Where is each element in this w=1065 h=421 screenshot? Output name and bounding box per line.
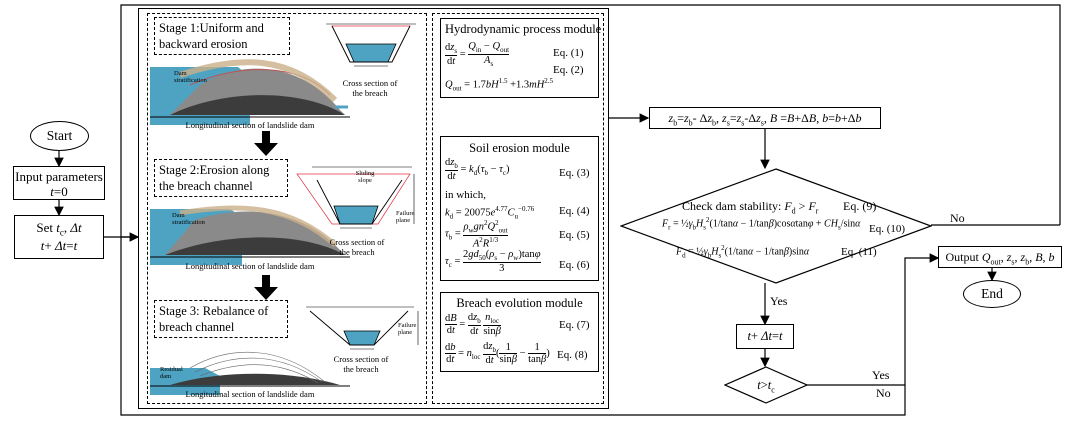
input-time-label: t=0 bbox=[50, 184, 68, 199]
soil-eq3: dzb dt = kd(τb − τc) bbox=[445, 157, 510, 183]
end-terminal: End bbox=[963, 280, 1021, 308]
label-no-time: No bbox=[876, 386, 891, 400]
stage1-cross-section-figure bbox=[326, 23, 416, 67]
stages-panel bbox=[147, 13, 427, 404]
breach-title: Breach evolution module bbox=[456, 296, 583, 310]
stability-title: Check dam stability: Fd > Fr bbox=[682, 199, 819, 216]
label-yes-stability: Yes bbox=[770, 294, 788, 308]
stability-eq11: Eq. (11) bbox=[841, 246, 877, 258]
soil-eq4: kd = 20075e4.77Cu−0.76 bbox=[445, 205, 535, 221]
stability-decision-diamond bbox=[620, 168, 932, 284]
time-check-diamond bbox=[724, 366, 808, 404]
hydro-eq2-label: Eq. (2) bbox=[553, 64, 584, 76]
stage3-title: Stage 3: Rebalance of breach channel bbox=[159, 304, 269, 334]
stage2-sliding-slope: Sliding slope bbox=[355, 170, 375, 184]
input-parameters-box: Input parameters t=0 bbox=[13, 166, 105, 200]
stage3-failure-plane: Failure plane bbox=[398, 322, 417, 336]
stage3-title-box: Stage 3: Rebalance of breach channel bbox=[154, 300, 288, 338]
label-no-stability: No bbox=[950, 211, 965, 225]
time-step-label: t+ Δt=t bbox=[40, 238, 78, 253]
stability-eq10: Eq. (10) bbox=[869, 223, 906, 235]
stage3-cross-section-figure bbox=[306, 306, 419, 350]
hydrodynamic-module: Hydrodynamic process module dzs dt = Qin… bbox=[440, 18, 602, 98]
stability-eq9: Eq. (9) bbox=[843, 199, 877, 213]
stability-fr-formula: Fr = ½γbHs2(1/tanα − 1/tanβ)cosαtanφ + C… bbox=[662, 216, 861, 232]
hydro-eq2: Qout = 1.7bH1.5 +1.3mH2.5 bbox=[445, 77, 554, 93]
stage1-title: Stage 1:Uniform and backward erosion bbox=[159, 21, 264, 51]
soil-erosion-module: Soil erosion module dzb dt = kd(τb − τc)… bbox=[440, 136, 599, 281]
end-label: End bbox=[981, 286, 1003, 301]
model-outer-frame bbox=[138, 8, 609, 409]
stage1-longitudinal-figure bbox=[150, 59, 350, 125]
hydro-title: Hydrodynamic process module bbox=[445, 22, 602, 36]
output-box: Output Qout, zs, zb, B, b bbox=[938, 246, 1062, 268]
breach-eq7: dB dt = dzb dt nloc sinβ bbox=[445, 312, 501, 338]
stage2-long-caption: Longitudinal section of landslide dam bbox=[185, 261, 315, 271]
soil-eq3-label: Eq. (3) bbox=[559, 167, 590, 179]
input-parameters-label: Input parameters bbox=[15, 169, 103, 184]
breach-evolution-module: Breach evolution module dB dt = dzb dt n… bbox=[440, 292, 599, 372]
start-label: Start bbox=[46, 128, 73, 143]
time-check-label: t>tc bbox=[757, 378, 775, 395]
update-variables-label: zb=zb- Δzb, zs=zs-Δzs, B =B+ΔB, b=b+Δb bbox=[668, 111, 862, 128]
output-label: Output Qout, zs, zb, B, b bbox=[945, 250, 1055, 267]
soil-eq6: τc = 2gd50(ρs − ρw)tanφ 3 bbox=[445, 249, 541, 275]
stage2-failure-plane: Failure plane bbox=[396, 210, 415, 224]
time-update-label: t+ Δt=t bbox=[747, 329, 783, 343]
stability-fd-formula: Fd = ½γbHs2(1/tanα − 1/tanβ)sinα bbox=[676, 244, 810, 260]
update-variables-box: zb=zb- Δzb, zs=zs-Δzs, B =B+ΔB, b=b+Δb bbox=[649, 107, 881, 129]
label-yes-time: Yes bbox=[872, 368, 890, 382]
soil-eq4-label: Eq. (4) bbox=[559, 205, 590, 217]
stage2-longitudinal-figure bbox=[150, 205, 350, 265]
breach-eq8-label: Eq. (8) bbox=[557, 349, 588, 361]
start-terminal: Start bbox=[30, 121, 89, 151]
stage3-long-caption: Longitudinal section of landslide dam bbox=[185, 389, 315, 399]
soil-title: Soil erosion module bbox=[469, 141, 570, 155]
set-time-box: Set tc, Δt t+ Δt=t bbox=[14, 215, 104, 259]
stage2-dam-strat: Dam stratification bbox=[172, 212, 205, 226]
stage1-title-box: Stage 1:Uniform and backward erosion bbox=[154, 17, 290, 55]
set-time-label: Set tc, Δt bbox=[36, 220, 82, 238]
soil-in-which: in which, bbox=[445, 189, 486, 201]
hydro-eq1-label: Eq. (1) bbox=[553, 47, 584, 59]
time-update-box: t+ Δt=t bbox=[736, 324, 794, 349]
stage3-longitudinal-figure bbox=[150, 351, 350, 395]
stage2-title-box: Stage 2:Erosion along the breach channel bbox=[154, 159, 288, 197]
soil-eq5: τb = ρwgn2Q2out A2R1/3 bbox=[445, 219, 508, 250]
stage2-title: Stage 2:Erosion along the breach channel bbox=[159, 163, 270, 193]
stage1-dam-strat: Dam stratification bbox=[174, 70, 207, 84]
stage3-residual-dam: Residual dam bbox=[160, 366, 183, 380]
hydro-eq1: dzs dt = Qin − Qout As bbox=[445, 41, 510, 69]
soil-eq6-label: Eq. (6) bbox=[559, 259, 590, 271]
modules-panel bbox=[432, 13, 604, 404]
soil-eq5-label: Eq. (5) bbox=[559, 229, 590, 241]
stage2-cross-section-figure bbox=[296, 166, 415, 229]
stage1-long-caption: Longitudinal section of landslide dam bbox=[185, 120, 315, 130]
breach-eq7-label: Eq. (7) bbox=[559, 319, 590, 331]
